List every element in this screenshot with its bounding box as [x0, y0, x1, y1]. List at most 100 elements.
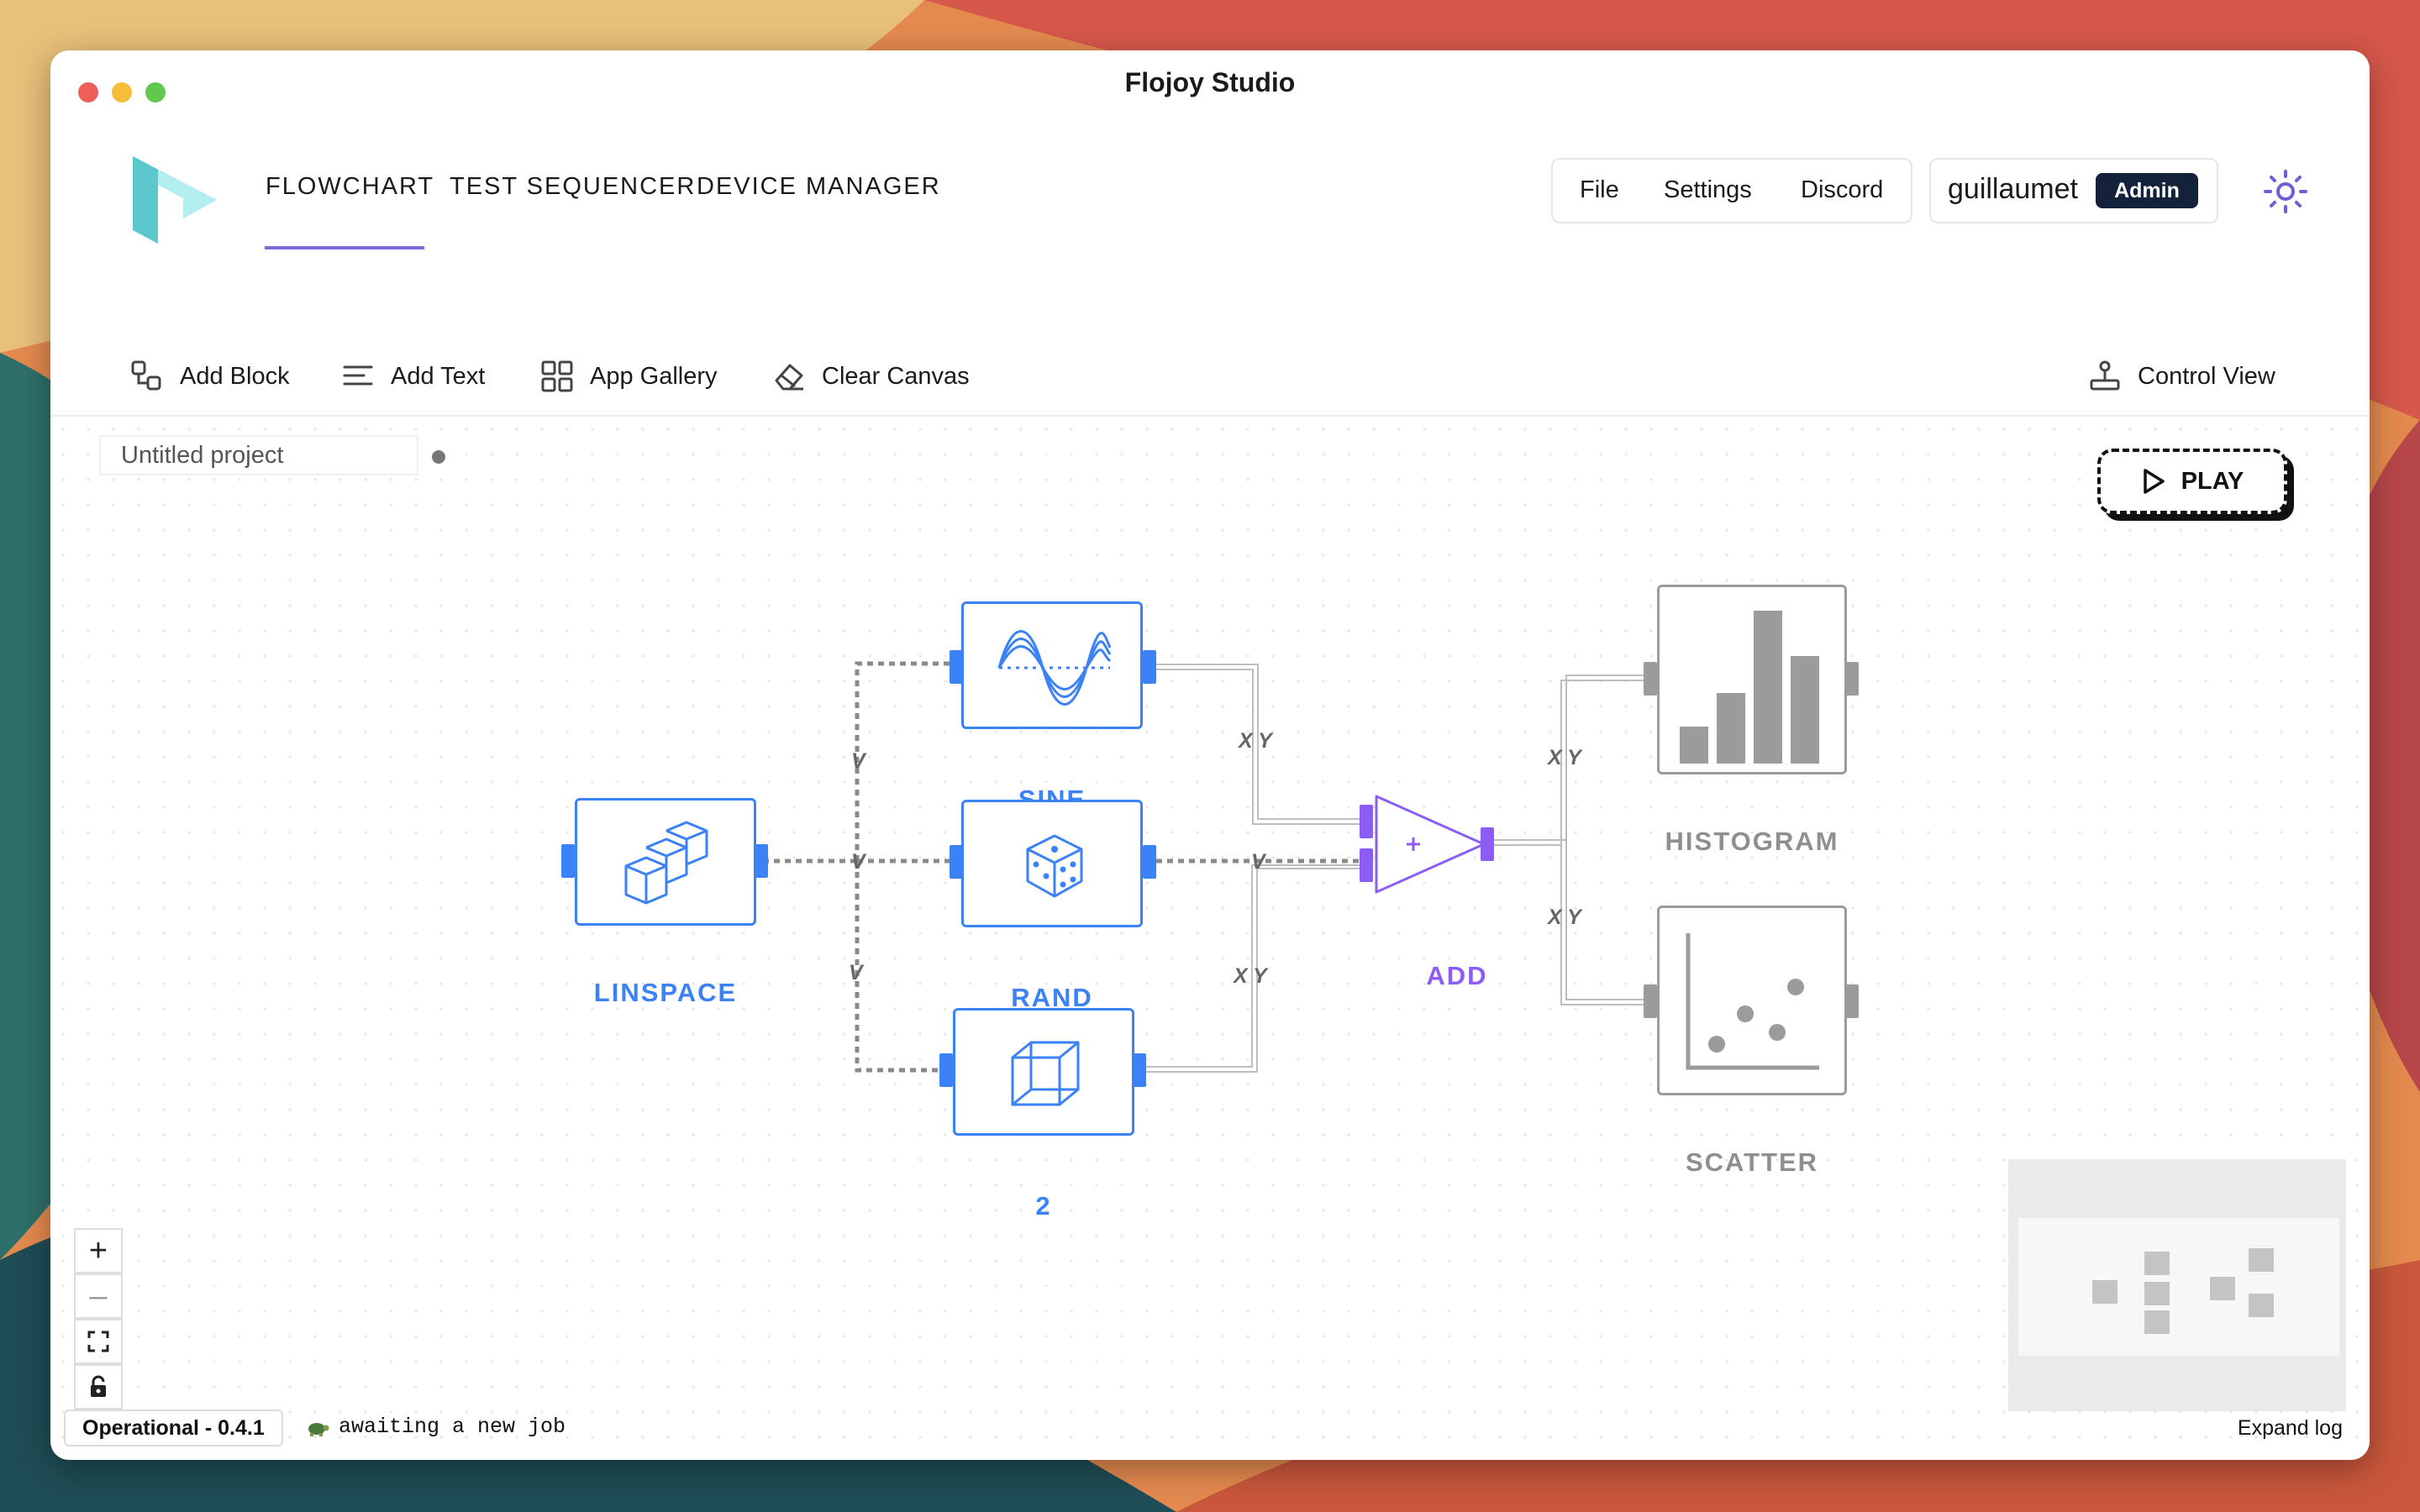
sine-output-handle[interactable]	[1143, 650, 1156, 684]
grid-icon	[541, 360, 573, 392]
rand-input-handle[interactable]	[950, 845, 963, 879]
active-tab-indicator	[265, 246, 424, 249]
cube-icon	[1011, 1041, 1080, 1106]
histogram-input-handle[interactable]	[1644, 662, 1657, 696]
scatter-icon	[1686, 933, 1819, 1070]
scatter-output-handle[interactable]	[1845, 984, 1859, 1018]
constant-input-handle[interactable]	[939, 1053, 953, 1087]
user-name: guillaumet	[1948, 173, 2078, 205]
fit-view-button[interactable]	[74, 1319, 123, 1364]
minimap-node	[2210, 1277, 2235, 1300]
app-window: Flojoy Studio FLOWCHART TEST SEQUENCER D…	[50, 50, 2370, 1460]
unsaved-indicator	[432, 450, 445, 464]
rand-label: RAND	[1011, 983, 1093, 1012]
edge-label-v: V	[849, 961, 863, 984]
minimap-node	[2144, 1282, 2170, 1305]
add-input-handle-b[interactable]	[1360, 848, 1373, 882]
user-menu[interactable]	[1929, 158, 2218, 223]
status-message: awaiting a new job	[339, 1415, 566, 1439]
rand-output-handle[interactable]	[1143, 845, 1156, 879]
minimap-viewport	[2018, 1218, 2339, 1356]
minimap-node	[2144, 1252, 2170, 1275]
tab-device-manager[interactable]: DEVICE MANAGER	[697, 173, 941, 200]
edge-label-xy: X Y	[1239, 729, 1272, 753]
lock-view-button[interactable]	[74, 1364, 123, 1410]
stacked-cubes-icon	[624, 821, 708, 905]
minimize-window-button[interactable]	[112, 82, 132, 102]
tab-test-sequencer[interactable]: TEST SEQUENCER	[450, 173, 697, 200]
edge-label-xy: X Y	[1548, 906, 1581, 929]
expand-log-button[interactable]: Expand log	[2237, 1416, 2343, 1440]
histogram-icon	[1680, 611, 1819, 764]
constant-node[interactable]	[953, 1008, 1134, 1136]
file-menu-button[interactable]: File	[1580, 176, 1619, 203]
fit-view-icon	[87, 1331, 109, 1352]
linspace-node[interactable]	[575, 798, 756, 926]
close-window-button[interactable]	[78, 82, 98, 102]
maximize-window-button[interactable]	[145, 82, 166, 102]
play-icon	[2143, 469, 2165, 494]
constant-output-handle[interactable]	[1133, 1053, 1146, 1087]
sine-wave-icon	[997, 630, 1112, 706]
clear-canvas-label: Clear Canvas	[822, 362, 970, 390]
scatter-input-handle[interactable]	[1644, 984, 1657, 1018]
joystick-icon	[2090, 360, 2120, 391]
zoom-in-button[interactable]: +	[74, 1228, 123, 1273]
add-output-handle[interactable]	[1481, 827, 1494, 861]
eraser-icon	[775, 364, 803, 391]
minimap-node	[2249, 1294, 2274, 1317]
edge-label-v: V	[1251, 850, 1265, 874]
app-menu-group	[1551, 158, 1912, 223]
project-name-input[interactable]: Untitled project	[99, 435, 418, 475]
minimap-node	[2144, 1310, 2170, 1334]
tab-flowchart[interactable]: FLOWCHART	[266, 173, 435, 200]
flojoy-logo	[133, 156, 217, 244]
edge-label-xy: X Y	[1548, 746, 1581, 769]
sun-icon[interactable]	[2262, 168, 2309, 215]
edge-label-v: V	[851, 850, 865, 874]
edge-label-xy: X Y	[1234, 964, 1267, 988]
play-button[interactable]: PLAY	[2097, 449, 2287, 514]
scatter-label: SCATTER	[1685, 1147, 1819, 1177]
dice-icon	[1026, 834, 1083, 898]
text-lines-icon	[343, 365, 373, 386]
zoom-out-button[interactable]: –	[74, 1273, 123, 1319]
app-gallery-button[interactable]: App Gallery	[539, 351, 718, 402]
histogram-output-handle[interactable]	[1845, 662, 1859, 696]
app-gallery-label: App Gallery	[590, 362, 718, 390]
status-badge: Operational - 0.4.1	[64, 1410, 283, 1446]
toolbar-divider	[50, 415, 2370, 417]
flowchart-canvas[interactable]	[50, 417, 2370, 1440]
add-text-button[interactable]: Add Text	[340, 351, 485, 402]
lock-icon	[91, 1375, 106, 1397]
rand-node[interactable]	[961, 800, 1143, 927]
histogram-node[interactable]	[1657, 585, 1847, 774]
minimap[interactable]	[2008, 1159, 2346, 1411]
add-node[interactable]	[1373, 793, 1487, 895]
play-label: PLAY	[2181, 467, 2244, 495]
sine-node[interactable]	[961, 601, 1143, 729]
constant-label: 2	[1035, 1191, 1052, 1221]
add-block-label: Add Block	[180, 362, 290, 390]
add-label: ADD	[1426, 961, 1488, 990]
add-input-handle-a[interactable]	[1360, 805, 1373, 838]
control-view-label: Control View	[2138, 362, 2275, 390]
linspace-output-handle[interactable]	[755, 844, 768, 878]
linspace-label: LINSPACE	[593, 978, 738, 1007]
control-view-button[interactable]: Control View	[2087, 351, 2275, 402]
scatter-node[interactable]	[1657, 906, 1847, 1095]
window-title: Flojoy Studio	[1124, 67, 1296, 97]
settings-menu-button[interactable]: Settings	[1664, 176, 1752, 203]
flowchart-edges	[763, 661, 1645, 1073]
blocks-icon	[131, 360, 161, 391]
histogram-label: HISTOGRAM	[1665, 827, 1839, 856]
sine-input-handle[interactable]	[950, 650, 963, 684]
linspace-input-handle[interactable]	[561, 844, 575, 878]
discord-menu-button[interactable]: Discord	[1801, 176, 1884, 203]
role-badge: Admin	[2096, 173, 2198, 208]
add-block-button[interactable]: Add Block	[129, 351, 290, 402]
minimap-node	[2249, 1248, 2274, 1272]
turtle-icon	[308, 1423, 329, 1436]
clear-canvas-button[interactable]: Clear Canvas	[771, 351, 970, 402]
edge-label-v: V	[851, 749, 865, 773]
